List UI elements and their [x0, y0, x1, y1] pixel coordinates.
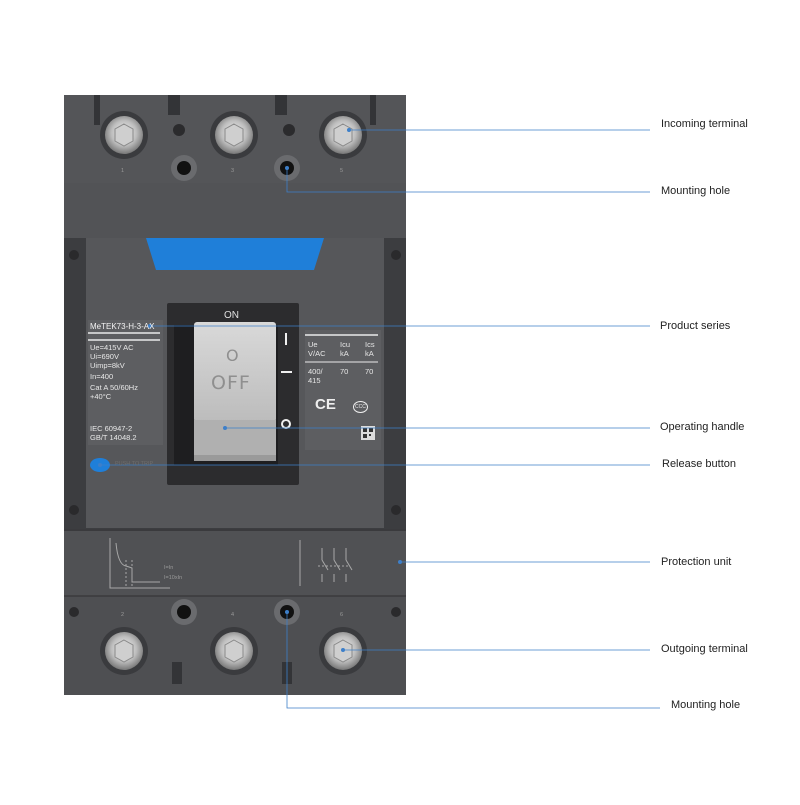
- table-cell: 70: [340, 367, 349, 376]
- curve-label: I=In: [164, 565, 174, 571]
- on-label: ON: [224, 310, 239, 321]
- ce-mark: CE: [315, 396, 336, 413]
- protection-unit-panel: [64, 530, 406, 596]
- standard-line: IEC 60947-2: [90, 424, 133, 433]
- incoming-terminals: [100, 111, 367, 159]
- callout-dots: [98, 128, 402, 652]
- ratings-left: Ue=415V AC Ui=690V Uimp=8kV In=400 Cat A…: [90, 343, 138, 401]
- callout-release-button: Release button: [662, 458, 736, 470]
- callout-mounting-hole-top: Mounting hole: [661, 185, 731, 197]
- circuit-symbol-icon: [299, 540, 353, 586]
- callout-lines: [100, 129, 660, 709]
- table-header: Ue: [308, 340, 318, 349]
- terminal-bolt-bottom-2: [210, 627, 258, 675]
- release-button-label: PUSH TO TRIP: [115, 461, 154, 467]
- standard-line: GB/T 14048.2: [90, 433, 137, 442]
- top-ridges: [94, 95, 376, 125]
- standards: IEC 60947-2 GB/T 14048.2: [90, 424, 137, 442]
- table-unit: kA: [340, 349, 349, 358]
- product-series-label: MeTEK73-H-3-AX: [90, 322, 155, 331]
- callout-outgoing-terminal: Outgoing terminal: [661, 643, 748, 655]
- terminal-number: 2: [121, 612, 125, 618]
- trip-curve-icon: [109, 538, 170, 589]
- terminal-number: 3: [231, 168, 235, 174]
- operating-handle[interactable]: [194, 322, 276, 461]
- table-cell: 400/: [308, 367, 323, 376]
- ccc-mark: CCC: [353, 401, 368, 413]
- callout-line-mounting-hole-bottom: [286, 612, 660, 709]
- rating-line: Uimp=8kV: [90, 361, 125, 370]
- table-unit: kA: [365, 349, 374, 358]
- curve-label: I=10xIn: [164, 575, 183, 581]
- terminal-number: 1: [121, 168, 125, 174]
- callout-incoming-terminal: Incoming terminal: [661, 118, 748, 130]
- table-header: Icu: [340, 340, 351, 349]
- off-label: OFF: [211, 372, 251, 394]
- rating-line: Cat A 50/60Hz: [90, 383, 138, 392]
- callout-protection-unit: Protection unit: [661, 556, 732, 568]
- rating-line: +40°C: [90, 392, 112, 401]
- ratings-plate-left: [88, 320, 163, 445]
- rating-line: Ue=415V AC: [90, 343, 134, 352]
- screw-icon: [283, 124, 295, 136]
- table-unit: V/AC: [308, 349, 326, 358]
- terminal-bolt-bottom-1: [100, 627, 148, 675]
- terminal-number: 6: [340, 612, 344, 618]
- outgoing-terminals: [100, 627, 367, 675]
- callout-mounting-hole-bottom: Mounting hole: [671, 699, 741, 711]
- terminal-bolt-top-1: [100, 111, 148, 159]
- table-cell: 415: [308, 376, 321, 385]
- callout-operating-handle: Operating handle: [660, 421, 745, 433]
- rating-line: Ui=690V: [90, 352, 119, 361]
- terminal-bolt-top-2: [210, 111, 258, 159]
- terminal-number: 4: [231, 612, 235, 618]
- handle-o-symbol: O: [226, 346, 239, 365]
- cover-screws: [69, 250, 401, 515]
- table-header: Ics: [365, 340, 375, 349]
- terminal-number: 5: [340, 168, 344, 174]
- table-cell: 70: [365, 367, 374, 376]
- callout-line-mounting-hole-top: [286, 168, 650, 193]
- screw-icon: [173, 124, 185, 136]
- blue-accent-strip: [146, 238, 324, 270]
- callout-product-series: Product series: [660, 320, 731, 332]
- terminal-bolt-top-3: [319, 111, 367, 159]
- rating-line: In=400: [90, 372, 114, 381]
